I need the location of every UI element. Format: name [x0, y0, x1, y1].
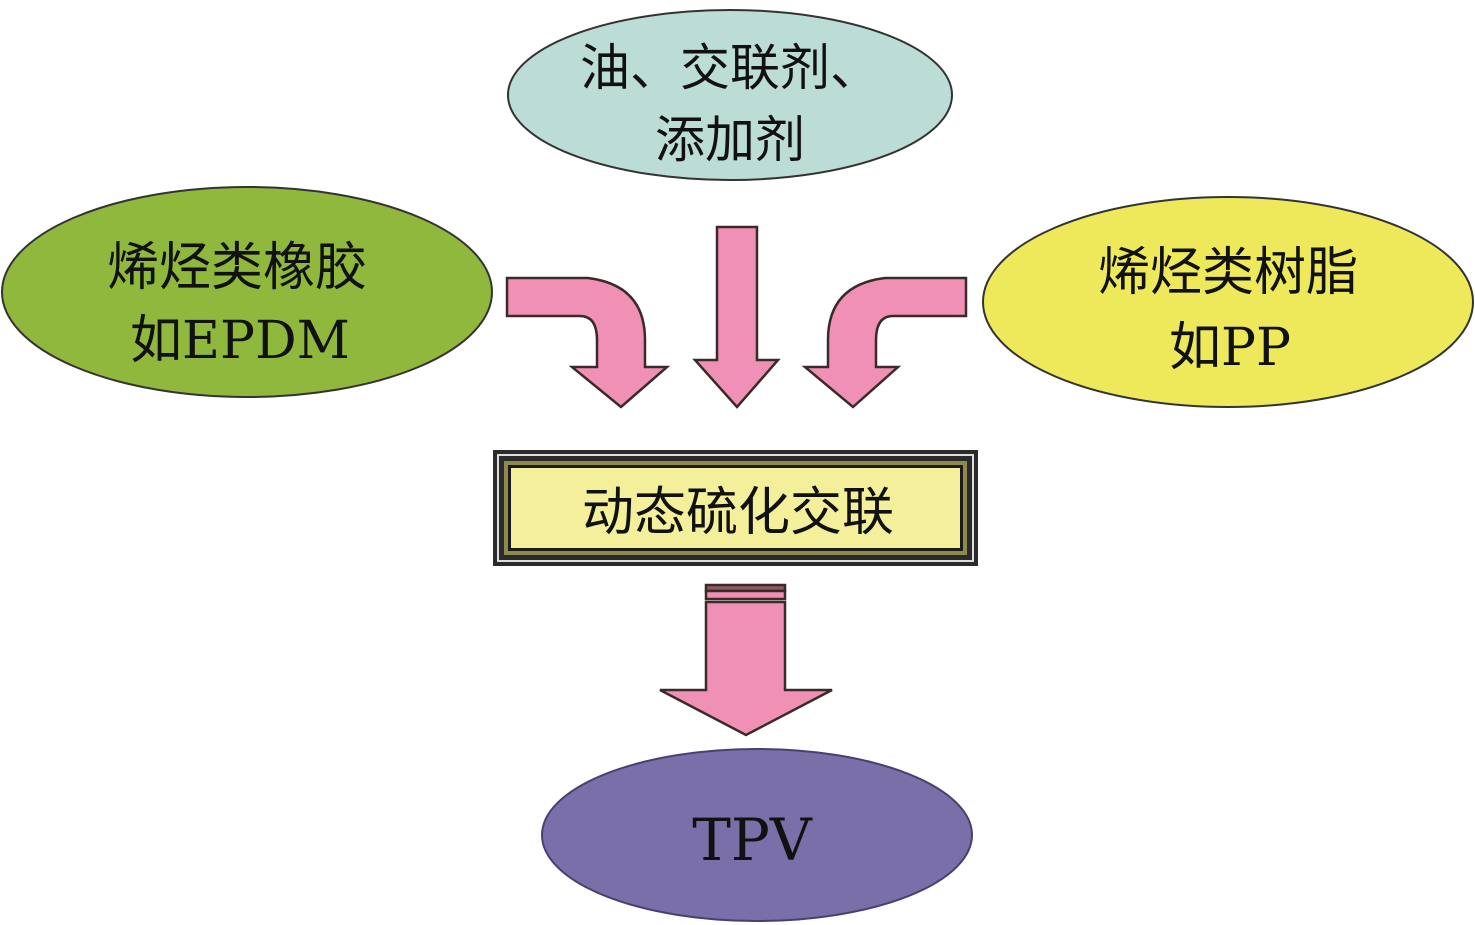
rubber-ellipse [1, 186, 493, 398]
rubber-label-line2: 如EPDM [130, 311, 350, 371]
product-node: TPV [541, 748, 973, 922]
rubber-node: 烯烃类橡胶 如EPDM [1, 186, 493, 398]
resin-ellipse [982, 196, 1474, 408]
process-label: 动态硫化交联 [582, 483, 894, 543]
additives-label-line1: 油、交联剂、 [580, 39, 880, 97]
product-label: TPV [692, 806, 813, 874]
bottom-arrow-band [704, 589, 787, 601]
left-curved-arrow [505, 276, 671, 409]
additives-ellipse [507, 9, 953, 181]
product-ellipse [541, 748, 973, 922]
rubber-label-line1: 烯烃类橡胶 [107, 238, 367, 298]
center-down-arrow [692, 225, 781, 409]
bottom-down-arrow [659, 600, 833, 737]
additives-node: 油、交联剂、 添加剂 [507, 9, 953, 181]
process-box: 动态硫化交联 [493, 450, 978, 566]
additives-label-line2: 添加剂 [655, 111, 805, 169]
right-curved-arrow [801, 276, 968, 409]
resin-node: 烯烃类树脂 如PP [982, 196, 1474, 408]
resin-label-line2: 如PP [1169, 318, 1291, 378]
resin-label-line1: 烯烃类树脂 [1098, 243, 1358, 303]
process-box-fill [511, 468, 960, 548]
